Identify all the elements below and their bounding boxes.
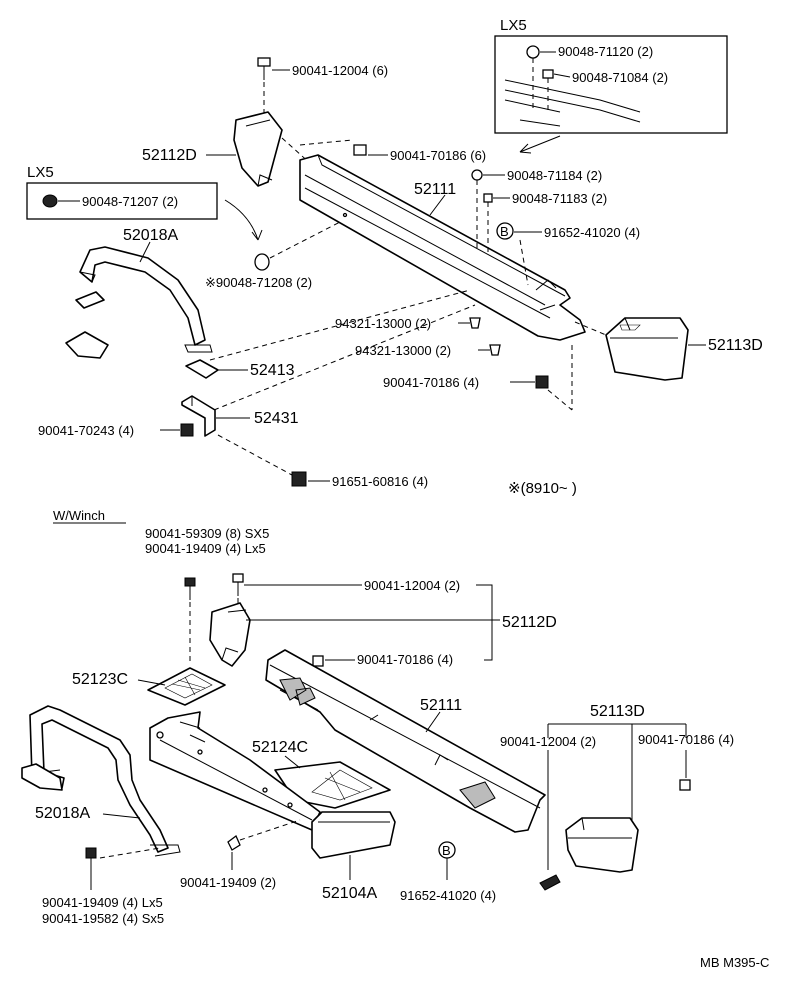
- plate-52123c: 52123C: [72, 667, 226, 706]
- svg-text:52111: 52111: [420, 697, 462, 714]
- cushion-icon: [469, 317, 481, 329]
- guard-pipe-52018a-bottom: 52018A: [21, 705, 181, 857]
- bolt-top-winch: 90041-12004 (2): [232, 573, 493, 661]
- guard-right-52113d-bottom: 52113D 90041-12004 (2) 90041-70186 (4): [500, 703, 734, 891]
- bolt-mid: 90041-19409 (2): [180, 819, 301, 890]
- bumper-bar-52111: 52111: [299, 154, 586, 341]
- bolt-bottom: 91651-60816 (4): [217, 434, 428, 489]
- svg-text:90041-70186 (4): 90041-70186 (4): [638, 732, 734, 747]
- nut-icon: [535, 375, 549, 389]
- bolt-icon: [227, 834, 241, 851]
- svg-text:90041-19582 (4) Sx5: 90041-19582 (4) Sx5: [42, 911, 164, 926]
- svg-text:B: B: [500, 224, 509, 239]
- svg-text:90041-12004 (2): 90041-12004 (2): [364, 578, 460, 593]
- plate-52413: 52413: [185, 359, 295, 379]
- pointer-arrow: [224, 199, 263, 241]
- nut-icon: [180, 423, 194, 437]
- svg-text:52113D: 52113D: [708, 337, 763, 354]
- clip-3: ※90048-71208 (2): [205, 221, 341, 290]
- section-title-w-winch: W/Winch: [53, 508, 105, 523]
- svg-text:52112D: 52112D: [142, 147, 197, 164]
- clip-icon: [526, 45, 540, 59]
- bolt-winch-plate: [184, 577, 196, 665]
- lx5-inset-part-1: 90048-71120 (2): [558, 44, 653, 59]
- nut-icon: [353, 144, 367, 156]
- svg-text:LX5: LX5: [27, 164, 54, 181]
- screw-icon: [542, 69, 554, 79]
- clip-icon: [254, 253, 270, 271]
- clip-icon: [42, 194, 58, 208]
- svg-text:52124C: 52124C: [252, 739, 308, 756]
- cushion-1: 94321-13000 (2): [335, 316, 481, 331]
- bumper-bar-52111-bottom: 52111: [265, 649, 546, 833]
- svg-text:94321-13000 (2): 94321-13000 (2): [335, 316, 431, 331]
- bolt-icon: [85, 847, 97, 859]
- bolt-lx5-label: 90041-19409 (4) Lx5: [145, 541, 266, 556]
- svg-text:90041-19409 (4) Lx5: 90041-19409 (4) Lx5: [42, 895, 163, 910]
- lx5-left-box: LX5 90048-71207 (2): [26, 164, 218, 220]
- b-mark-icon: [496, 222, 514, 240]
- nut-2: 90041-70186 (4): [383, 375, 549, 390]
- svg-text:52111: 52111: [414, 181, 456, 198]
- svg-text:52112D: 52112D: [502, 614, 557, 631]
- b-part-top: B 91652-41020 (4): [496, 222, 640, 286]
- svg-text:90041-12004 (2): 90041-12004 (2): [500, 734, 596, 749]
- svg-text:90041-12004 (6): 90041-12004 (6): [292, 63, 388, 78]
- svg-text:52113D: 52113D: [590, 703, 645, 720]
- svg-text:90041-70243 (4): 90041-70243 (4): [38, 423, 134, 438]
- svg-text:91652-41020 (4): 91652-41020 (4): [400, 888, 496, 903]
- nut-3: 90041-70243 (4): [38, 423, 194, 438]
- screw-icon: [483, 193, 493, 203]
- svg-text:90048-71184 (2): 90048-71184 (2): [507, 168, 602, 183]
- guard-pipe-52018a-top: 52018A: [65, 227, 213, 359]
- nut-icon: [312, 655, 324, 667]
- svg-text:90041-19409 (2): 90041-19409 (2): [180, 875, 276, 890]
- cushion-icon: [489, 344, 501, 356]
- bolt-top: 90041-12004 (6): [257, 57, 388, 118]
- svg-text:90041-70186 (4): 90041-70186 (4): [383, 375, 479, 390]
- figure-code: MB M395-C: [700, 955, 769, 970]
- svg-text:90041-70186 (4): 90041-70186 (4): [357, 652, 453, 667]
- lower-bumper-beam: [149, 711, 321, 831]
- svg-text:94321-13000 (2): 94321-13000 (2): [355, 343, 451, 358]
- cushion-2: 94321-13000 (2): [355, 343, 501, 358]
- clip-icon: [471, 169, 483, 181]
- svg-text:91652-41020 (4): 91652-41020 (4): [544, 225, 640, 240]
- svg-text:91651-60816 (4): 91651-60816 (4): [332, 474, 428, 489]
- b-part-bottom: B 91652-41020 (4): [400, 841, 496, 903]
- lx5-inset-label: LX5: [500, 17, 527, 34]
- svg-text:52018A: 52018A: [123, 227, 178, 244]
- bolt-icon: [539, 874, 561, 891]
- svg-text:90048-71207 (2): 90048-71207 (2): [82, 194, 178, 209]
- guard-left-52112d-bottom: 52112D: [209, 602, 557, 667]
- nut-1-bottom: 90041-70186 (4): [312, 652, 453, 667]
- nut-icon: [679, 779, 691, 791]
- svg-text:52431: 52431: [254, 410, 299, 427]
- clip-1: 90048-71184 (2): [471, 168, 602, 250]
- nut-1: 90041-70186 (6): [353, 144, 486, 163]
- bracket-52431: 52431: [181, 395, 299, 437]
- bolt-lx5-sx5: 90041-19409 (4) Lx5 90041-19582 (4) Sx5: [42, 847, 164, 926]
- guard-left-52112d: 52112D: [142, 111, 283, 187]
- bolt-icon: [291, 471, 307, 487]
- bumper-lower-52104a: 52104A: [311, 811, 396, 902]
- svg-text:90041-70186 (6): 90041-70186 (6): [390, 148, 486, 163]
- bolt-icon: [257, 57, 271, 67]
- svg-text:90048-71183 (2): 90048-71183 (2): [512, 191, 607, 206]
- svg-text:※90048-71208 (2): ※90048-71208 (2): [205, 275, 312, 290]
- guard-right-52113d: 52113D: [605, 317, 763, 381]
- svg-text:B: B: [442, 843, 451, 858]
- bolt-icon: [232, 573, 244, 583]
- svg-text:52123C: 52123C: [72, 671, 128, 688]
- lx5-inset-part-2: 90048-71084 (2): [572, 70, 668, 85]
- date-note: ※(8910~ ): [508, 480, 577, 497]
- svg-text:52018A: 52018A: [35, 805, 90, 822]
- svg-text:52104A: 52104A: [322, 885, 377, 902]
- lx5-inset-box: LX5 90048-71120 (2) 90048-71084 (2): [494, 17, 728, 154]
- clip-2: 90048-71183 (2): [483, 191, 607, 255]
- svg-text:52413: 52413: [250, 362, 295, 379]
- bolt-icon: [184, 577, 196, 587]
- bolt-sx5-label: 90041-59309 (8) SX5: [145, 526, 269, 541]
